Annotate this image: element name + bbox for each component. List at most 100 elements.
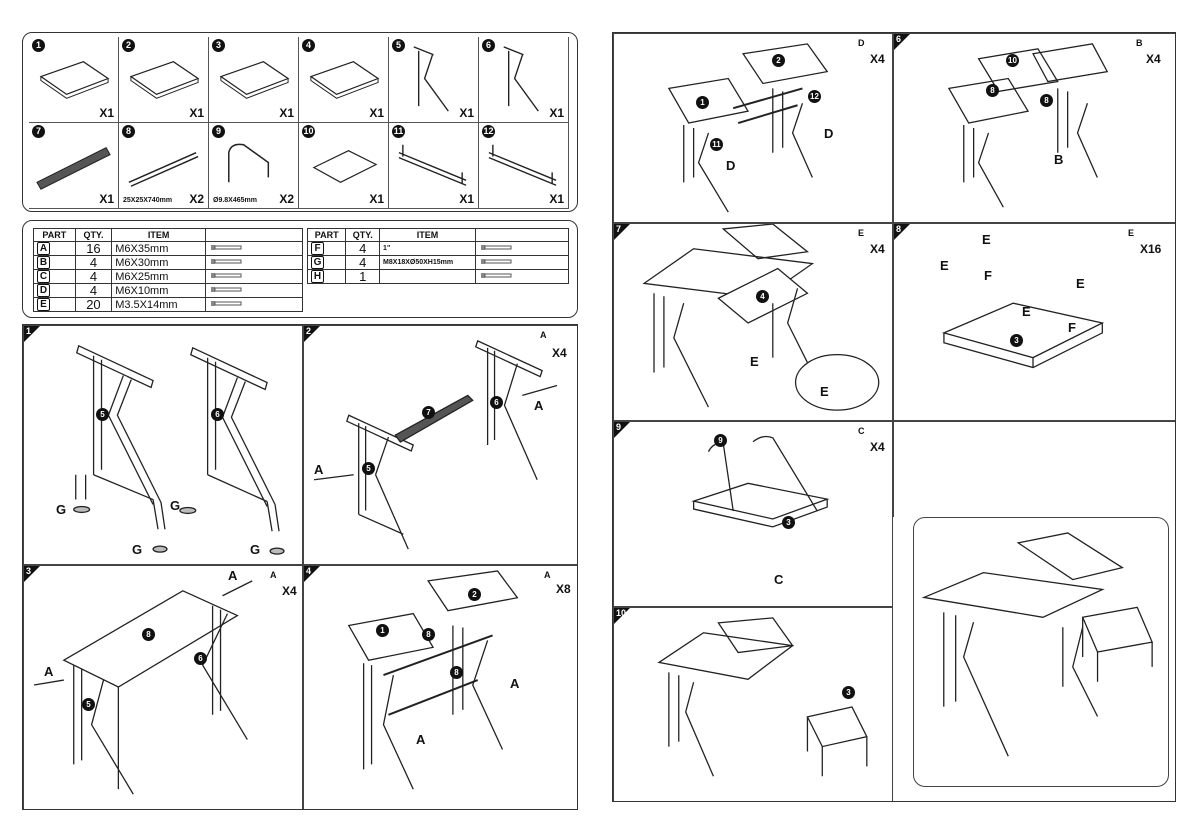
label-c: C — [774, 572, 784, 587]
hardware-part: A — [37, 242, 50, 255]
hardware-icon — [475, 269, 569, 284]
hardware-qty: X4 — [870, 52, 885, 66]
label-f: F — [1068, 320, 1076, 335]
part-callout-11: 11 — [710, 138, 723, 151]
part-quantity: X1 — [459, 106, 474, 120]
hardware-qty: 4 — [89, 282, 98, 298]
part-number: 3 — [212, 39, 225, 52]
label-a: A — [416, 732, 426, 747]
part-dimension: 25X25X740mm — [123, 197, 173, 204]
label-a: A — [314, 462, 324, 477]
step-6: 6 10 8 8 B B X4 — [893, 33, 1175, 223]
part-number: 6 — [482, 39, 495, 52]
part-quantity: X1 — [549, 192, 564, 206]
hardware-icon — [205, 297, 303, 312]
part-drawing-11 — [398, 144, 467, 186]
part-callout-8: 8 — [1040, 94, 1053, 107]
part-drawing-10 — [312, 150, 378, 183]
hardware-qty: X4 — [552, 346, 567, 360]
hardware-badge: D — [858, 38, 865, 48]
blank-cell — [893, 421, 1175, 517]
label-e: E — [820, 384, 829, 399]
part-callout-3: 3 — [842, 686, 855, 699]
part-callout-6: 6 — [194, 652, 207, 665]
step-3-drawing — [33, 580, 253, 795]
part-callout-1: 1 — [376, 624, 389, 637]
part-callout-8: 8 — [986, 84, 999, 97]
part-drawing-6 — [503, 46, 539, 112]
part-quantity: X2 — [189, 192, 204, 206]
hardware-part: D — [37, 284, 50, 297]
hardware-item: M8X18XØ50XH15mm — [383, 258, 454, 266]
step-8: 8 3 E E E E F F E X16 — [893, 223, 1175, 421]
hardware-qty: 4 — [359, 240, 367, 256]
step-5-drawing — [667, 43, 829, 213]
part-number: 10 — [302, 125, 315, 138]
part-dimension: Ø9.8X465mm — [213, 197, 257, 204]
label-b: B — [1054, 152, 1064, 167]
steps-panel-right: 1 2 12 11 D D D X4 6 10 8 8 B B — [612, 32, 1176, 802]
step-3: 3 8 5 6 A A A X4 — [23, 565, 303, 809]
hardware-item: 1" — [383, 244, 391, 252]
part-callout-7: 7 — [422, 406, 435, 419]
hardware-badge: E — [858, 228, 865, 238]
part-number: 4 — [302, 39, 315, 52]
label-a: A — [228, 568, 238, 583]
part-callout-3: 3 — [782, 516, 795, 529]
hardware-badge: E — [1128, 228, 1135, 238]
label-g: G — [170, 498, 181, 513]
part-drawing-4 — [309, 61, 380, 99]
label-d: D — [726, 158, 736, 173]
part-number: 7 — [32, 125, 45, 138]
hardware-part: B — [37, 256, 50, 269]
label-e: E — [1022, 304, 1031, 319]
part-callout-1: 1 — [696, 96, 709, 109]
hardware-qty: 4 — [89, 268, 98, 284]
hardware-icon — [205, 283, 303, 298]
part-drawing-9 — [228, 143, 270, 183]
step-7: 7 4 E E E X4 — [613, 223, 893, 421]
label-a: A — [44, 664, 54, 679]
part-callout-5: 5 — [82, 698, 95, 711]
part-callout-4: 4 — [756, 290, 769, 303]
hardware-qty: X4 — [1146, 52, 1161, 66]
final-assembly — [913, 517, 1169, 787]
part-callout-2: 2 — [772, 54, 785, 67]
hardware-badge: B — [1136, 38, 1143, 48]
part-callout-5: 5 — [362, 462, 375, 475]
part-callout-9: 9 — [714, 434, 727, 447]
label-a: A — [510, 676, 520, 691]
right-page: 1 2 12 11 D D D X4 6 10 8 8 B B — [602, 0, 1200, 822]
step-4-drawing — [347, 570, 519, 790]
label-g: G — [56, 502, 67, 517]
step-1: 1 5 6 G G G G — [23, 325, 303, 565]
final-assembly-drawing — [921, 532, 1154, 757]
hardware-qty: 4 — [89, 254, 98, 270]
part-quantity: X1 — [99, 192, 114, 206]
hardware-qty: X16 — [1140, 242, 1162, 256]
hardware-part: H — [311, 270, 324, 283]
part-callout-5: 5 — [96, 408, 109, 421]
part-quantity: X1 — [279, 106, 294, 120]
hardware-item: M3.5X14mm — [115, 298, 178, 311]
part-drawing-7 — [36, 147, 111, 190]
hardware-qty: 20 — [86, 296, 101, 312]
step-9-drawing — [691, 435, 830, 528]
hardware-badge: A — [544, 570, 551, 580]
label-f: F — [984, 268, 992, 283]
label-e: E — [982, 232, 991, 247]
part-quantity: X1 — [189, 106, 204, 120]
